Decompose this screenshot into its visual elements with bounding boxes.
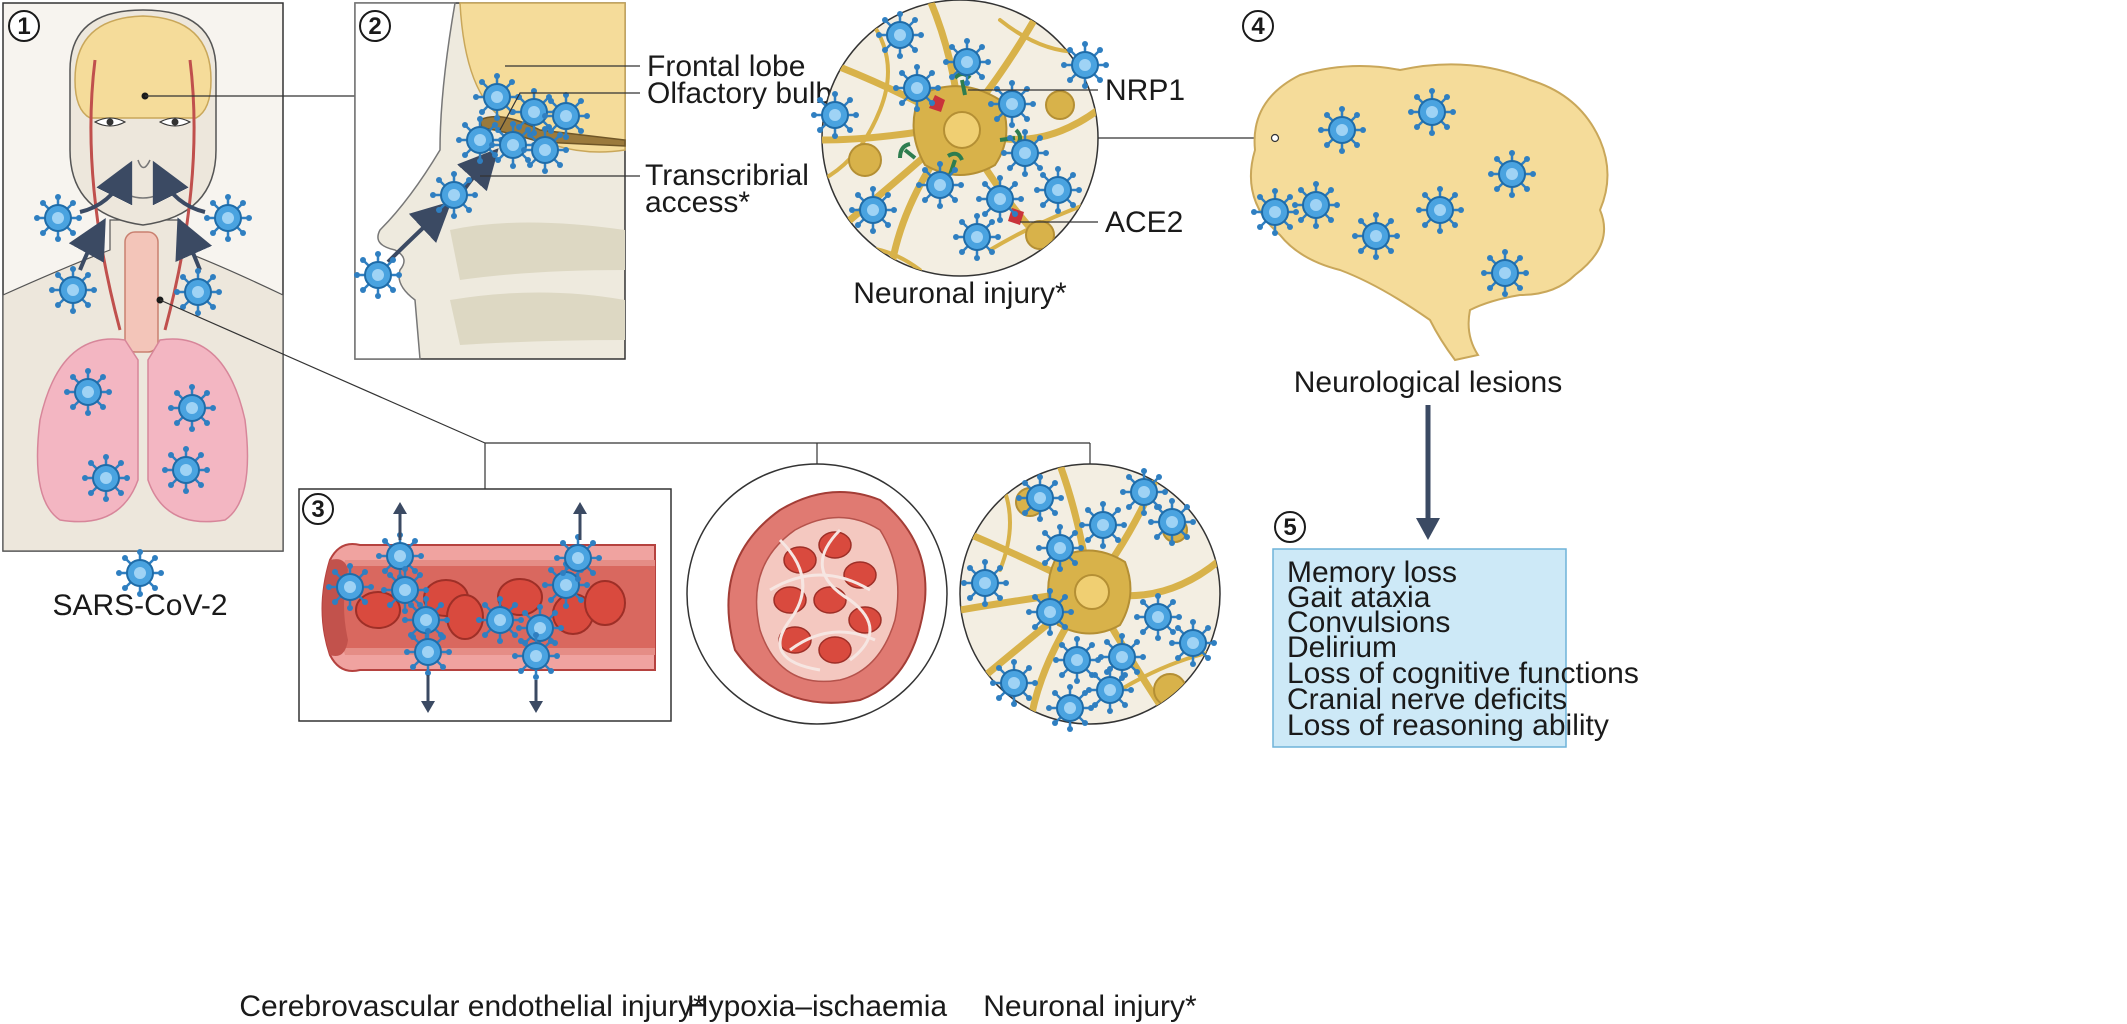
virus-particle [519,124,571,176]
virus-particle [474,594,526,646]
virus-particle [1077,499,1129,551]
caption-neuronal-injury-top: Neuronal injury* [853,277,1067,310]
virus-particle [914,159,966,211]
panel-2-number: 2 [368,13,381,40]
virus-particle [1034,522,1086,574]
symptom-box [1272,548,1567,748]
brain-in-head [74,15,212,119]
virus-particle [80,452,132,504]
panel-4-brain: 4 [1242,10,1609,362]
virus-particle [988,657,1040,709]
virus-particle [166,382,218,434]
panel-5-number: 5 [1283,514,1296,541]
symptom-item: Gait ataxia [1287,581,1431,614]
virus-particle [951,211,1003,263]
virus-particle [1290,179,1342,231]
virus-particle [1316,104,1368,156]
symptom-item: Loss of reasoning ability [1287,709,1609,742]
virus-particle [1414,184,1466,236]
label-ace2: ACE2 [1105,206,1183,239]
symptom-item: Cranial nerve deficits [1287,683,1567,716]
caption-neuronal-injury-bottom: Neuronal injury* [983,990,1197,1023]
virus-particle [552,532,604,584]
virus-particle [1014,472,1066,524]
virus-particle [891,62,943,114]
virus-particle [1146,496,1198,548]
virus-particle [974,173,1026,225]
virus-particle [1032,164,1084,216]
virus-particle [1044,682,1096,734]
neuron-top-circle [809,0,1111,277]
virus-particle [847,184,899,236]
symptom-item: Delirium [1287,631,1397,664]
virus-particle [1059,39,1111,91]
label-olfactory-bulb: Olfactory bulb* [647,77,844,110]
virus-particle [352,249,404,301]
right-lung [147,338,249,523]
symptom-item: Convulsions [1287,606,1450,639]
panel-1-body: 1 SARS-CoV-2 [2,2,284,622]
virus-particle [1479,247,1531,299]
neuron-bottom-circle [959,463,1221,734]
panel-1-number: 1 [17,13,30,40]
caption-hypoxia: Hypoxia–ischaemia [687,990,947,1023]
virus-particle [1167,617,1219,669]
virus-particle [32,192,84,244]
panel-5-symptoms: 5 Memory loss Gait ataxia Convulsions De… [1272,511,1639,748]
symptom-item: Loss of cognitive functions [1287,657,1639,690]
virus-particle [941,36,993,88]
virus-particle [1118,466,1170,518]
label-nrp1: NRP1 [1105,74,1185,107]
virus-particle [202,192,254,244]
virus-particle [999,127,1051,179]
virus-particle [487,119,539,171]
virus-particle [1249,186,1301,238]
virus-particle [1406,86,1458,138]
connector-tree [484,442,1091,489]
virus-particle [454,114,506,166]
symptom-item: Memory loss [1287,556,1457,589]
caption-cerebrovascular: Cerebrovascular endothelial injury* [239,990,705,1023]
label-transcribrial-2: access* [645,186,750,219]
virus-particle [428,169,480,221]
virus-particle [1350,210,1402,262]
virus-particle [47,264,99,316]
panel-2-nasal: 2 [352,2,640,360]
virus-particle [809,89,861,141]
virus-particle [874,9,926,61]
virus-particle [324,561,376,613]
virus-particle [1486,148,1538,200]
caption-neurological-lesions: Neurological lesions [1294,366,1562,399]
panel-3-number: 3 [311,496,324,523]
virus-particle [160,444,212,496]
label-frontal-lobe: Frontal lobe [647,50,805,83]
virus-particle [986,78,1038,130]
virus-particle [402,626,454,678]
virus-particle [62,366,114,418]
virus-particle [510,630,562,682]
panel-4-number: 4 [1251,13,1265,40]
virus-particle [1096,631,1148,683]
virus-particle [959,557,1011,609]
virus-particle [1024,586,1076,638]
label-transcribrial-1: Transcribrial [645,159,809,192]
hypoxia-circle [686,463,948,725]
virus-particle [540,90,592,142]
panel-3-vessel: 3 [298,488,672,722]
virus-particle [1132,591,1184,643]
virus-legend-label: SARS-CoV-2 [52,589,227,622]
